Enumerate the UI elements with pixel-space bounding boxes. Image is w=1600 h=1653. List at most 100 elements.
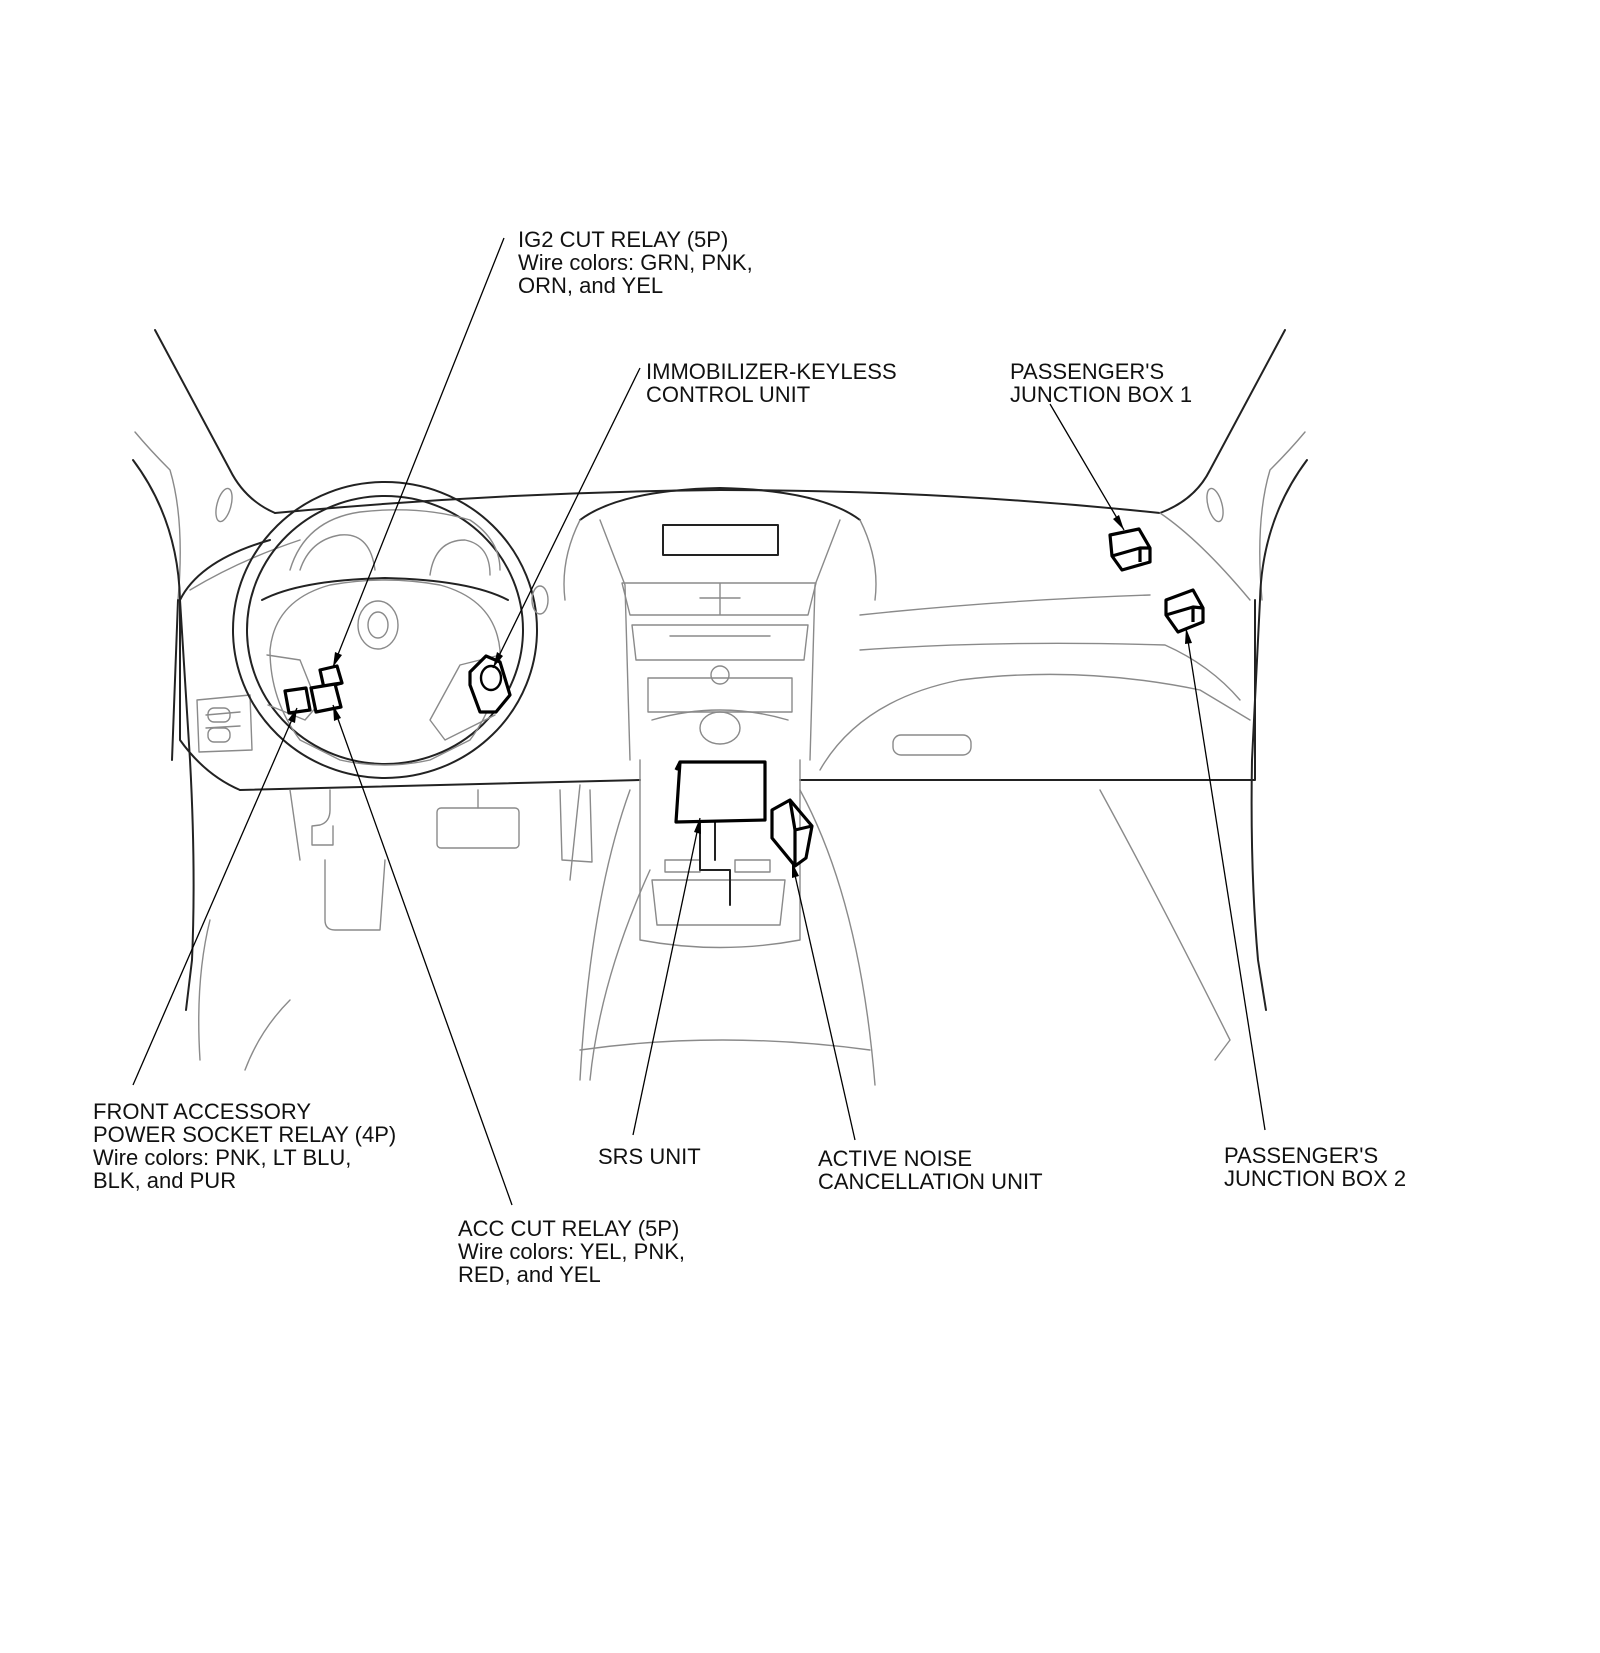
label-active-noise-line2: CANCELLATION UNIT: [818, 1169, 1043, 1194]
label-passengers-jb2-line1: PASSENGER'S: [1224, 1143, 1379, 1168]
right-pillar-vent: [1206, 487, 1224, 523]
console-trim: [651, 859, 786, 926]
right-a-pillar: [1159, 329, 1286, 514]
arrow-srs-unit: [694, 818, 701, 834]
steering-column: [311, 789, 334, 846]
leader-ig2-cut-relay: [332, 237, 505, 668]
footrest: [324, 859, 386, 931]
gauge-left: [299, 534, 376, 571]
dashboard-lower-edge: [239, 599, 1256, 791]
label-passengers-jb2-line2: JUNCTION BOX 2: [1224, 1166, 1407, 1191]
label-immobilizer-line2: CONTROL UNIT: [646, 382, 811, 407]
wheel-side-knob: [531, 585, 549, 615]
ignition-switch: [479, 664, 503, 692]
center-console: [639, 759, 801, 949]
srs-unit: [674, 760, 767, 824]
climate-panel: [647, 677, 793, 713]
steering-wheel-outer: [232, 481, 538, 779]
arrow-passengers-jb1: [1113, 515, 1124, 530]
accelerator-pedal: [559, 789, 593, 863]
climate-panel-lower: [651, 709, 789, 721]
acc-cut-relay: [309, 681, 343, 714]
label-passengers-junction-box-2: PASSENGER'S JUNCTION BOX 2: [1224, 1144, 1406, 1190]
left-pillar-vent: [215, 487, 233, 523]
label-front-accessory-relay: FRONT ACCESSORY POWER SOCKET RELAY (4P) …: [93, 1100, 396, 1192]
leader-front-accessory-relay: [132, 707, 298, 1086]
vent-row-2: [631, 624, 809, 661]
arrow-front-accessory-relay: [288, 708, 297, 723]
label-immobilizer: IMMOBILIZER-KEYLESS CONTROL UNIT: [646, 360, 897, 406]
driver-floor: [198, 919, 291, 1071]
dashboard-top-inner: [189, 512, 1251, 601]
label-front-accessory-line1: FRONT ACCESSORY: [93, 1099, 312, 1124]
arrow-ig2-cut-relay: [333, 652, 342, 667]
right-door-edge: [1250, 459, 1308, 1011]
arrow-active-noise: [792, 862, 799, 878]
steering-wheel-inner: [246, 495, 524, 765]
label-ig2-cut-relay: IG2 CUT RELAY (5P) Wire colors: GRN, PNK…: [518, 228, 753, 297]
steering-hub: [269, 579, 501, 766]
leader-immobilizer: [492, 367, 641, 669]
airbag-emblem: [357, 600, 399, 650]
left-a-pillar: [154, 329, 276, 514]
steering-spoke-top: [261, 577, 509, 601]
label-acc-cut-relay: ACC CUT RELAY (5P) Wire colors: YEL, PNK…: [458, 1217, 685, 1286]
knee-bolster: [289, 784, 581, 881]
label-ig2-cut-relay-wires: Wire colors: GRN, PNK,: [518, 250, 753, 275]
passengers-junction-box-1: [1108, 527, 1152, 572]
floor-tunnel: [579, 1039, 871, 1051]
active-noise-cancellation-unit: [770, 798, 814, 868]
leader-passengers-jb1: [1049, 403, 1125, 531]
left-switch-panel: [196, 694, 253, 753]
wheel-right-grip: [429, 654, 501, 741]
gauge-cluster: [289, 509, 501, 571]
leader-srs-unit: [632, 817, 701, 1136]
label-acc-cut-relay-wires-2: RED, and YEL: [458, 1262, 601, 1287]
label-active-noise-line1: ACTIVE NOISE: [818, 1146, 973, 1171]
leader-active-noise: [791, 861, 856, 1141]
center-stack-hood: [579, 487, 861, 521]
left-door-edge: [132, 459, 195, 1011]
label-ig2-cut-relay-wires-2: ORN, and YEL: [518, 273, 664, 298]
label-front-accessory-line4: BLK, and PUR: [93, 1168, 237, 1193]
left-pillar-inner: [134, 431, 181, 601]
passenger-dash-line-2: [859, 642, 1241, 701]
label-passengers-junction-box-1: PASSENGER'S JUNCTION BOX 1: [1010, 360, 1192, 406]
glovebox-handle: [892, 734, 972, 756]
passenger-dash-line-1: [859, 594, 1151, 616]
navigation-display: [662, 524, 779, 556]
arrow-passengers-jb2: [1185, 628, 1192, 644]
label-srs-unit: SRS UNIT: [598, 1145, 701, 1168]
left-switch-a: [207, 707, 231, 723]
passenger-floor: [1099, 789, 1231, 1061]
left-dash-outline: [179, 539, 271, 791]
leader-lines: [132, 237, 1266, 1206]
components: [283, 527, 1205, 868]
leader-acc-cut-relay: [332, 704, 513, 1206]
gauge-right: [429, 539, 491, 576]
arrow-immobilizer: [493, 652, 503, 668]
passengers-junction-box-2: [1164, 588, 1205, 634]
climate-knob: [710, 665, 730, 685]
control-knob: [699, 711, 741, 745]
dashboard-top-edge: [274, 489, 1161, 514]
leader-passengers-jb2: [1185, 627, 1266, 1131]
airbag-emblem-inner: [367, 611, 389, 639]
label-ig2-cut-relay-title: IG2 CUT RELAY (5P): [518, 227, 729, 252]
brake-pedal: [436, 807, 520, 849]
arrow-acc-cut-relay: [333, 705, 341, 721]
dashboard-drawing: [132, 329, 1308, 1086]
console-curve-left: [579, 789, 651, 1081]
label-passengers-jb1-line2: JUNCTION BOX 1: [1010, 382, 1193, 407]
center-stack-outline-outer: [563, 519, 877, 601]
label-immobilizer-line1: IMMOBILIZER-KEYLESS: [646, 359, 897, 384]
console-curve-right: [799, 789, 876, 1086]
front-accessory-power-socket-relay: [283, 686, 312, 715]
label-srs-unit-line1: SRS UNIT: [598, 1144, 701, 1169]
label-acc-cut-relay-title: ACC CUT RELAY (5P): [458, 1216, 680, 1241]
left-switch-b: [207, 727, 231, 743]
srs-wire-harness: [699, 819, 731, 906]
label-acc-cut-relay-wires: Wire colors: YEL, PNK,: [458, 1239, 685, 1264]
label-front-accessory-line2: POWER SOCKET RELAY (4P): [93, 1122, 397, 1147]
